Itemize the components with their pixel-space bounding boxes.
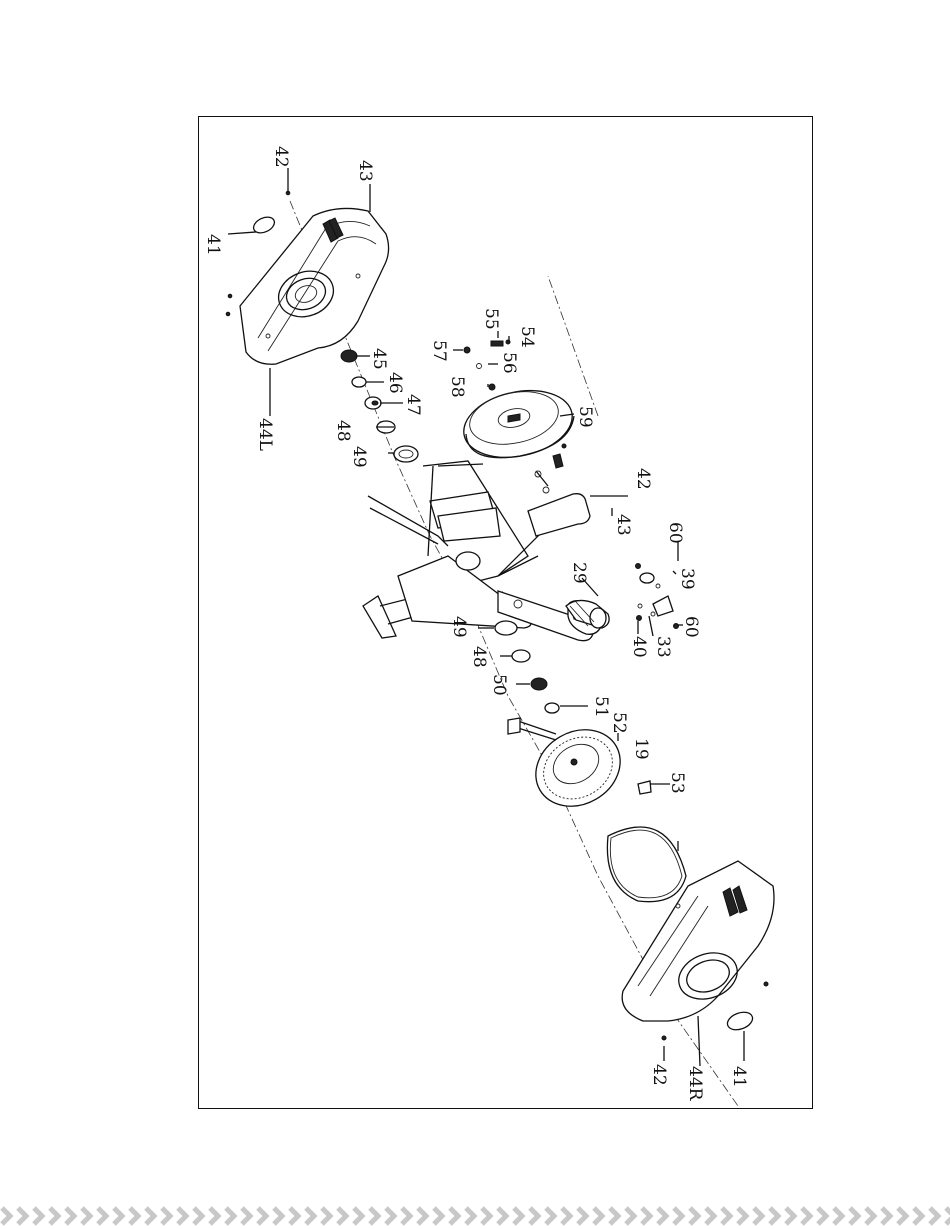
callout-48: 48 xyxy=(333,420,353,442)
bracket-assembly xyxy=(636,564,679,629)
callout-41: 41 xyxy=(203,234,223,256)
callout-44L: 44L xyxy=(255,418,275,451)
callout-19: 19 xyxy=(631,738,651,760)
main-frame-assembly xyxy=(363,461,602,641)
callout-57: 57 xyxy=(429,340,449,362)
callout-48: 48 xyxy=(469,646,489,668)
callout-51: 51 xyxy=(591,696,611,718)
drive-belt-53 xyxy=(607,827,686,902)
callout-43: 43 xyxy=(355,160,375,182)
exploded-view-drawing: 41 42 43 44L 45 46 47 48 49 55 54 57 56 … xyxy=(198,116,813,1109)
callout-43: 43 xyxy=(613,514,633,536)
callout-59: 59 xyxy=(575,406,595,428)
right-cover-44R xyxy=(622,861,774,1021)
callout-40: 40 xyxy=(629,636,649,658)
callout-49: 49 xyxy=(349,446,369,468)
callout-42: 42 xyxy=(271,146,291,168)
footer-chevron-band xyxy=(0,1204,950,1229)
callout-33: 33 xyxy=(653,636,673,658)
callout-44R: 44R xyxy=(685,1066,705,1102)
callout-45: 45 xyxy=(369,348,389,370)
callout-47: 47 xyxy=(403,394,423,416)
callout-56: 56 xyxy=(499,352,519,374)
bearing-stack-right xyxy=(495,621,559,713)
callout-60: 60 xyxy=(665,522,685,544)
callout-54: 54 xyxy=(517,326,537,348)
callout-39: 39 xyxy=(677,568,697,590)
callout-50: 50 xyxy=(489,674,509,696)
callout-29: 29 xyxy=(569,562,589,584)
screw-mark xyxy=(228,294,232,298)
callout-49: 49 xyxy=(449,616,469,638)
callout-42: 42 xyxy=(633,468,653,490)
screw-mark xyxy=(226,312,230,316)
callout-42: 42 xyxy=(649,1064,669,1086)
callout-58: 58 xyxy=(447,376,467,398)
callout-53: 53 xyxy=(667,772,687,794)
callout-46: 46 xyxy=(385,372,405,394)
callout-55: 55 xyxy=(481,308,501,330)
callout-41: 41 xyxy=(729,1066,749,1088)
cap-41-right xyxy=(725,1009,755,1033)
screw-mark xyxy=(662,1036,666,1040)
callout-52: 52 xyxy=(609,712,629,734)
callout-60: 60 xyxy=(681,616,701,638)
